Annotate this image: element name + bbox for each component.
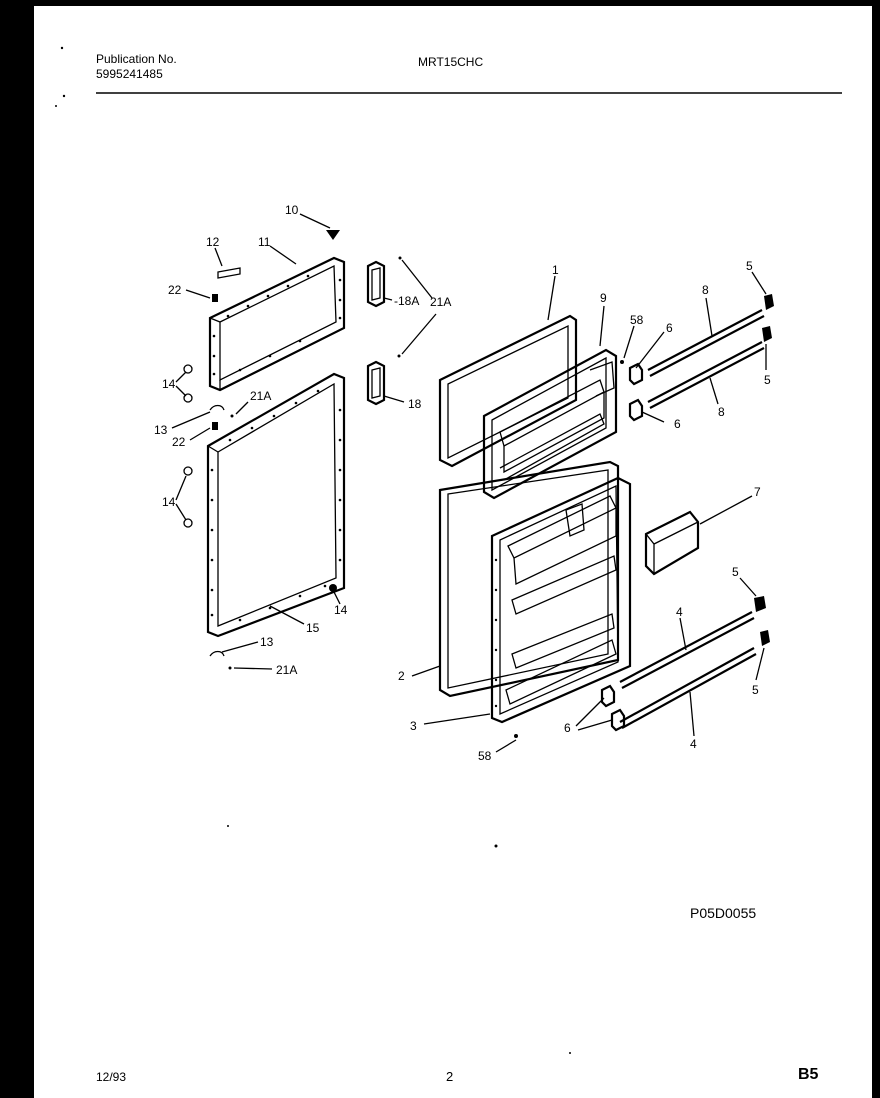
part-14-bumper bbox=[183, 518, 193, 528]
callout-5: 5 bbox=[746, 259, 753, 273]
part-5-endcap bbox=[762, 326, 772, 342]
callout-22: 22 bbox=[168, 283, 182, 297]
callout-9: 9 bbox=[600, 291, 607, 305]
callout-14: 14 bbox=[162, 495, 176, 509]
callout-5: 5 bbox=[732, 565, 739, 579]
freezer-gasket-1 bbox=[438, 314, 578, 468]
callout-8: 8 bbox=[718, 405, 725, 419]
part-14-bumper bbox=[183, 393, 193, 403]
part-4-trim bbox=[619, 611, 757, 729]
parts-sheet bbox=[34, 6, 872, 1098]
callout-15: 15 bbox=[306, 621, 320, 635]
callout-14: 14 bbox=[162, 377, 176, 391]
handle-18 bbox=[366, 360, 386, 406]
part-14-bumper bbox=[329, 584, 337, 592]
callout-6: 6 bbox=[674, 417, 681, 431]
callout-8: 8 bbox=[702, 283, 709, 297]
callout-21a: 21A bbox=[430, 295, 451, 309]
callout-2: 2 bbox=[398, 669, 405, 683]
callout-13: 13 bbox=[154, 423, 168, 437]
model-number: MRT15CHC bbox=[418, 55, 484, 69]
callout-14: 14 bbox=[334, 603, 348, 617]
callout-6: 6 bbox=[564, 721, 571, 735]
freezer-door-frame bbox=[208, 256, 346, 392]
callout-58: 58 bbox=[630, 313, 644, 327]
callout-1: 1 bbox=[552, 263, 559, 277]
part-8-trim bbox=[647, 309, 765, 409]
part-5-endcap bbox=[760, 630, 770, 646]
part-22-screw bbox=[212, 294, 218, 302]
callout-5: 5 bbox=[752, 683, 759, 697]
callout-10: 10 bbox=[285, 203, 299, 217]
part-5-endcap bbox=[764, 294, 774, 310]
part-14-bumper bbox=[183, 364, 193, 374]
callout-5: 5 bbox=[764, 373, 771, 387]
callout-18: 18 bbox=[408, 397, 422, 411]
fresh-food-door-frame bbox=[206, 372, 346, 638]
publication-number: 5995241485 bbox=[96, 67, 163, 81]
part-6-bracket bbox=[600, 684, 616, 708]
fresh-food-door-3 bbox=[490, 476, 632, 724]
part-10-plug bbox=[326, 230, 340, 240]
callout-12: 12 bbox=[206, 235, 220, 249]
callout-11: 11 bbox=[258, 235, 271, 249]
callout-4: 4 bbox=[690, 737, 697, 751]
callout-4: 4 bbox=[676, 605, 683, 619]
part-13-clip bbox=[209, 404, 225, 411]
callout-58: 58 bbox=[478, 749, 492, 763]
part-14-bumper bbox=[183, 466, 193, 476]
drawing-id: P05D0055 bbox=[690, 905, 757, 921]
callout-labels: 10 11 12 22 14 21A 13 22 14 14 15 13 21A… bbox=[154, 203, 771, 763]
handle-18a bbox=[366, 260, 386, 308]
page-number: 2 bbox=[446, 1069, 454, 1084]
callout-7: 7 bbox=[754, 485, 761, 499]
part-5-endcap bbox=[754, 596, 766, 612]
part-22-screw bbox=[212, 422, 218, 430]
callout-18a: -18A bbox=[394, 294, 419, 308]
footer-date: 12/93 bbox=[96, 1070, 127, 1084]
callout-3: 3 bbox=[410, 719, 417, 733]
part-6-bracket bbox=[610, 708, 626, 732]
part-7-dairy-door bbox=[644, 510, 700, 576]
leader-lines bbox=[171, 213, 767, 753]
freezer-door-9 bbox=[482, 348, 618, 500]
callout-21a: 21A bbox=[276, 663, 297, 677]
callout-22: 22 bbox=[172, 435, 186, 449]
part-12-strip bbox=[217, 267, 241, 279]
part-6-bracket bbox=[628, 398, 644, 422]
section-code: B5 bbox=[798, 1066, 819, 1083]
callout-6: 6 bbox=[666, 321, 673, 335]
part-6-bracket bbox=[628, 362, 644, 386]
part-13-clip bbox=[209, 650, 225, 657]
publication-label: Publication No. bbox=[96, 52, 177, 66]
callout-21a: 21A bbox=[250, 389, 271, 403]
callout-13: 13 bbox=[260, 635, 274, 649]
